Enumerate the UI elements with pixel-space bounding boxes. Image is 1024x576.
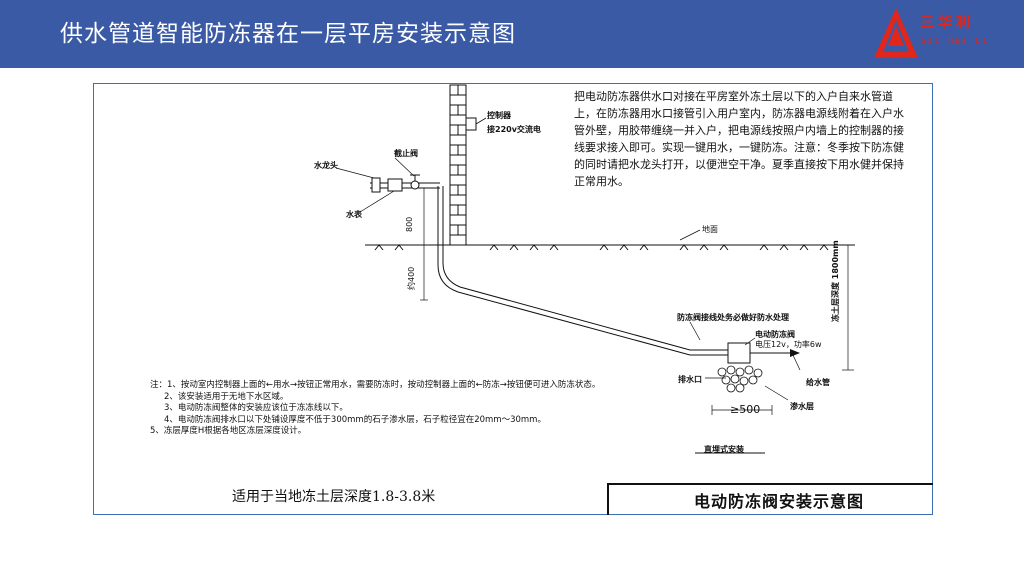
description-text: 把电动防冻器供水口对接在平房室外冻土层以下的入户自来水管道上，在防冻器用水口接管…: [574, 90, 904, 188]
note-item: 4、电动防冻阀排水口以下处铺设厚度不低于300mm的石子渗水层，石子粒径宜在20…: [164, 414, 546, 425]
antifreeze-valve: [727, 342, 790, 364]
drawing-title: 电动防冻阀安装示意图: [694, 492, 865, 511]
label-frost-depth: 冻土层深度 1800mm: [831, 240, 840, 322]
note-item: 5、冻层厚度H根据各地区冻层深度设计。: [150, 426, 307, 436]
note-item: 3、电动防冻阀整体的安装应该位于冻冻线以下。: [164, 403, 348, 413]
ground-hatch: [374, 244, 829, 251]
notes-list: 注：1、按动室内控制器上面的←用水→按钮正常用水，需要防冻时，按动控制器上面的←…: [150, 380, 600, 438]
label-water-meter: 水表: [346, 210, 362, 219]
frost-depth-note: 适用于当地冻土层深度1.8-3.8米: [232, 489, 436, 505]
gravel-layer: [717, 365, 763, 393]
supply-arrow-icon: [790, 349, 800, 357]
label-drain: 排水口: [678, 375, 702, 384]
brick-wall: [449, 84, 467, 246]
label-dim-400: 约400: [407, 266, 416, 290]
label-stop-valve: 截止阀: [394, 149, 418, 158]
controller-box: [465, 117, 477, 131]
water-pipe: [370, 182, 730, 356]
logo-text: 三华利: [920, 15, 974, 31]
label-seepage: 渗水层: [790, 402, 814, 411]
label-install-type: 直埋式安装: [704, 445, 744, 454]
header-bar: 供水管道智能防冻器在一层平房安装示意图 三华利 Sai Hua Li: [0, 0, 1024, 68]
label-joint-note: 防冻阀接线处务必做好防水处理: [677, 313, 789, 322]
diagram-frame: [93, 83, 933, 515]
logo-subtext: Sai Hua Li: [921, 36, 990, 45]
faucet-meter-valve: [371, 174, 420, 193]
label-controller: 控制器: [487, 111, 511, 120]
label-dim-800: 800: [405, 216, 414, 232]
label-dim-500: ≥500: [730, 403, 761, 416]
page-title: 供水管道智能防冻器在一层平房安装示意图: [60, 21, 516, 47]
title-block: [607, 483, 933, 515]
label-valve-spec: 电压12v，功率6w: [755, 340, 822, 349]
label-ground: 地面: [702, 225, 718, 234]
label-power: 接220v交流电: [487, 125, 541, 134]
note-item: 2、该安装适用于无地下水区域。: [164, 391, 289, 402]
label-faucet: 水龙头: [314, 161, 338, 170]
label-valve-name: 电动防冻阀: [755, 330, 795, 339]
note-item: 注：1、按动室内控制器上面的←用水→按钮正常用水，需要防冻时，按动控制器上面的←…: [150, 380, 601, 390]
company-logo-icon: [874, 8, 918, 58]
label-supply-pipe: 给水管: [806, 378, 830, 387]
